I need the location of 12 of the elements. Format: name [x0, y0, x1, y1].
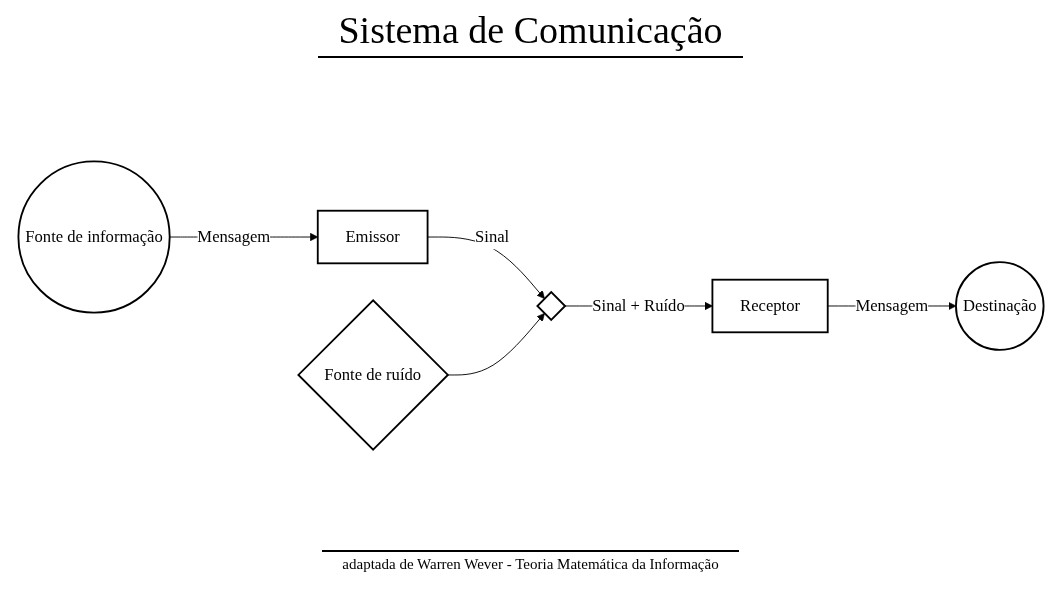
edge-label: Mensagem [196, 227, 270, 247]
caption: adaptada de Warren Wever - Teoria Matemática da Informação [322, 550, 739, 577]
node-box: Emissor [316, 210, 428, 265]
node-circle: Destinação [954, 261, 1045, 352]
node-box: Receptor [711, 279, 829, 334]
node-diamond [535, 291, 566, 322]
diagram-title: Sistema de Comunicação [318, 8, 743, 58]
edge-label: Sinal + Ruído [591, 296, 685, 316]
edge-label: Sinal [474, 227, 509, 247]
edge-label: Mensagem [854, 296, 928, 316]
node-circle: Fonte de informação [16, 160, 171, 315]
node-diamond: Fonte de ruído [296, 299, 449, 452]
